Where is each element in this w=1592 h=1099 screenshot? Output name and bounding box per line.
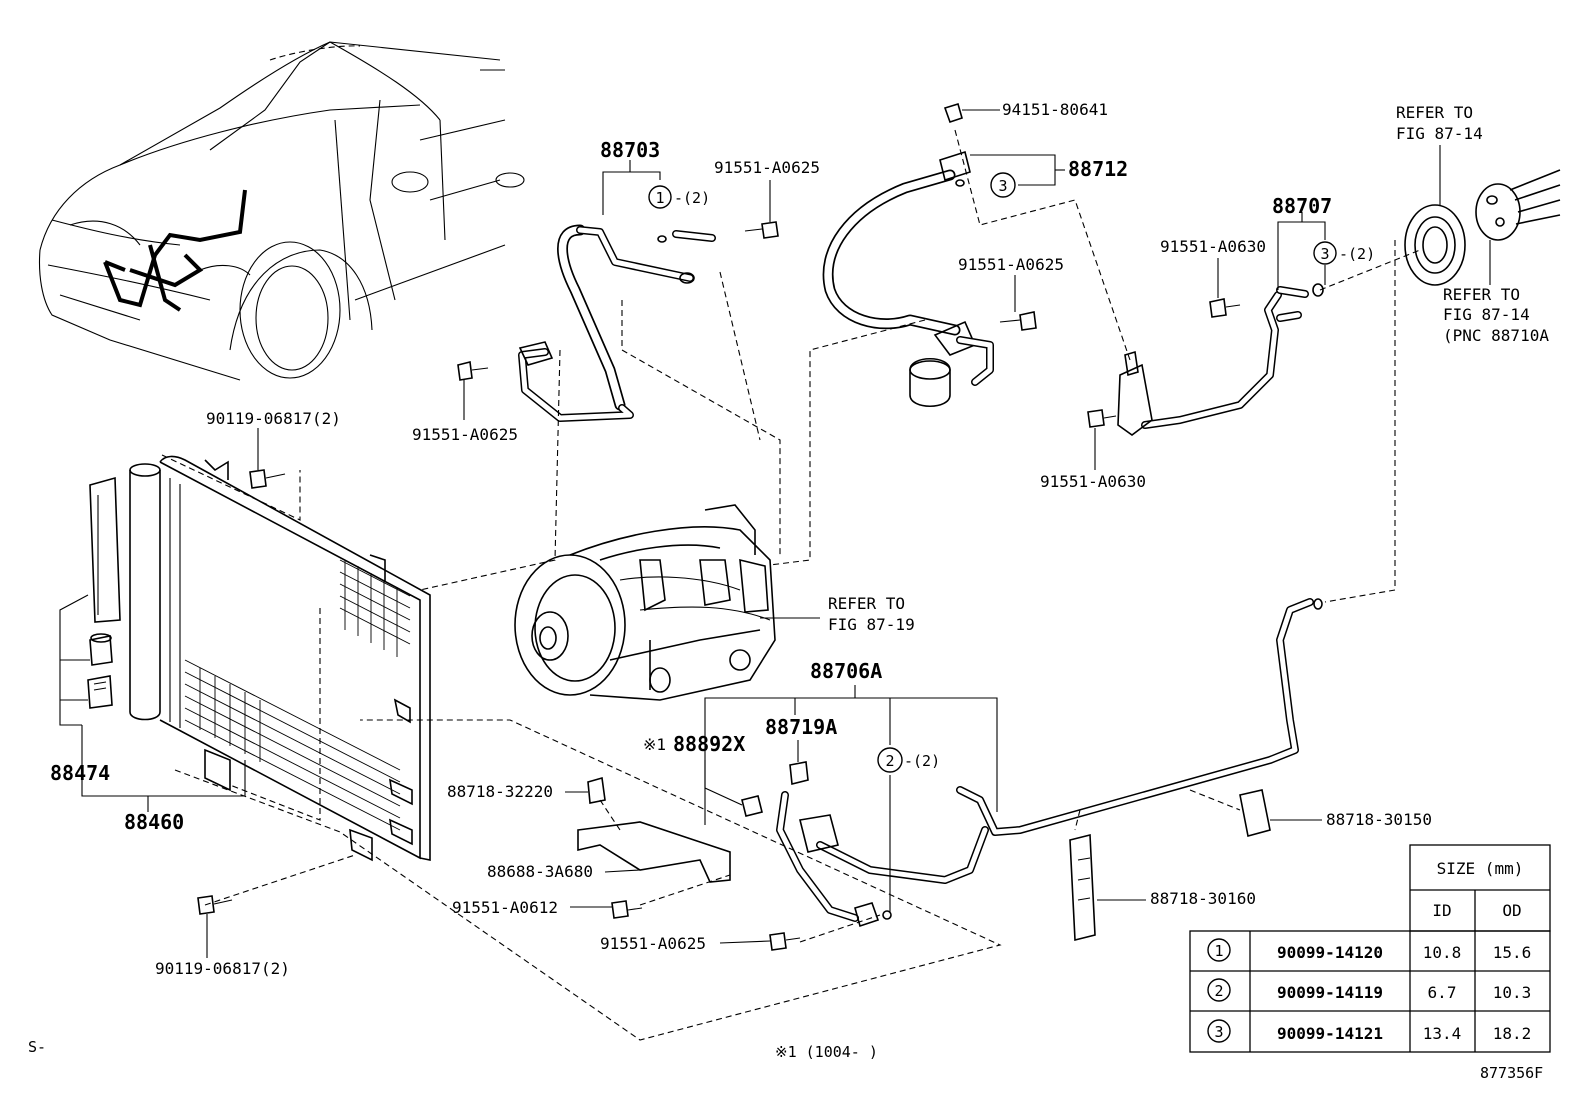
label-88719A: 88719A	[765, 715, 837, 739]
row-mark: 1	[1214, 942, 1223, 960]
circle-1-text: 1	[655, 189, 664, 207]
dryer-parts-88474	[87, 476, 121, 709]
circle-3b-text: 3	[1320, 245, 1329, 263]
circle-2-text: 2	[885, 752, 894, 770]
label-88892X-mark: ※1	[643, 735, 666, 754]
label-88718-30150: 88718-30150	[1326, 810, 1432, 829]
refer-87-14-lower-line3: (PNC 88710A	[1443, 326, 1549, 345]
row-id: 13.4	[1423, 1024, 1462, 1043]
size-table: SIZE (mm) ID OD 1 90099-14120 10.8 15.6 …	[1189, 844, 1551, 1053]
table-row: 3 90099-14121 13.4 18.2	[1207, 1019, 1532, 1043]
size-table-col-id: ID	[1432, 901, 1451, 920]
expansion-valve-parts	[1404, 169, 1561, 286]
label-91551-A0630-lower: 91551-A0630	[1040, 472, 1146, 491]
circle-mark-1: 1	[648, 185, 672, 209]
label-88703: 88703	[600, 138, 660, 162]
row-id: 10.8	[1423, 943, 1462, 962]
refer-87-19-line1: REFER TO	[828, 594, 905, 613]
label-91551-A0625-bottom: 91551-A0625	[600, 934, 706, 953]
label-88892X: 88892X	[673, 732, 745, 756]
bolts	[197, 221, 1241, 951]
refer-87-14-top-line2: FIG 87-14	[1396, 124, 1483, 143]
footer-left-mark: S-	[28, 1038, 46, 1056]
circle-mark-3b: 3	[1313, 241, 1337, 265]
row-od: 18.2	[1493, 1024, 1532, 1043]
liquid-pipe-88706A	[776, 598, 1323, 928]
vehicle-illustration	[39, 41, 525, 381]
suction-hose-88712	[822, 102, 994, 407]
size-table-title: SIZE (mm)	[1437, 859, 1524, 878]
size-table-col-od: OD	[1502, 901, 1521, 920]
label-91551-A0612: 91551-A0612	[452, 898, 558, 917]
label-88688-3A680: 88688-3A680	[487, 862, 593, 881]
circle-3a-text: 3	[998, 177, 1007, 195]
label-94151-80641: 94151-80641	[1002, 100, 1108, 119]
refer-87-14-lower-line1: REFER TO	[1443, 285, 1520, 304]
row-part: 90099-14121	[1277, 1024, 1383, 1043]
refer-87-14-top-line1: REFER TO	[1396, 103, 1473, 122]
figure-code: 877356F	[1480, 1064, 1543, 1082]
row-od: 10.3	[1493, 983, 1532, 1002]
qty-2: -(2)	[904, 752, 940, 770]
label-88707: 88707	[1272, 194, 1332, 218]
compressor	[514, 504, 776, 701]
leader-lines	[59, 109, 1491, 958]
label-88474: 88474	[50, 761, 110, 785]
row-part: 90099-14120	[1277, 943, 1383, 962]
label-91551-A0625-left: 91551-A0625	[412, 425, 518, 444]
circle-mark-3a: 3	[990, 172, 1016, 198]
label-88718-30160: 88718-30160	[1150, 889, 1256, 908]
row-id: 6.7	[1428, 983, 1457, 1002]
qty-3: -(2)	[1339, 245, 1375, 263]
label-88718-32220: 88718-32220	[447, 782, 553, 801]
row-part: 90099-14119	[1277, 983, 1383, 1002]
qty-1: -(2)	[674, 189, 710, 207]
refer-87-19-line2: FIG 87-19	[828, 615, 915, 634]
condenser-88460	[129, 455, 431, 862]
label-90119-top: 90119-06817(2)	[206, 409, 341, 428]
table-row: 2 90099-14119 6.7 10.3	[1207, 978, 1532, 1002]
footer-note: ※1 (1004- )	[775, 1043, 878, 1061]
label-91551-A0630-upper: 91551-A0630	[1160, 237, 1266, 256]
label-91551-A0625-top: 91551-A0625	[714, 158, 820, 177]
label-91551-A0625-mid: 91551-A0625	[958, 255, 1064, 274]
label-90119-bottom: 90119-06817(2)	[155, 959, 290, 978]
table-row: 1 90099-14120 10.8 15.6	[1207, 938, 1532, 962]
condenser-core-grid	[184, 559, 411, 831]
pipe-88707	[1117, 283, 1324, 436]
circle-mark-2: 2	[877, 747, 903, 773]
label-88712: 88712	[1068, 157, 1128, 181]
label-88460: 88460	[124, 810, 184, 834]
row-mark: 2	[1214, 982, 1223, 1000]
label-88706A: 88706A	[810, 659, 882, 683]
discharge-hose-88703	[518, 224, 716, 422]
row-od: 15.6	[1493, 943, 1532, 962]
refer-87-14-lower-line2: FIG 87-14	[1443, 305, 1530, 324]
dashed-guides	[161, 129, 1421, 1041]
row-mark: 3	[1214, 1023, 1223, 1041]
